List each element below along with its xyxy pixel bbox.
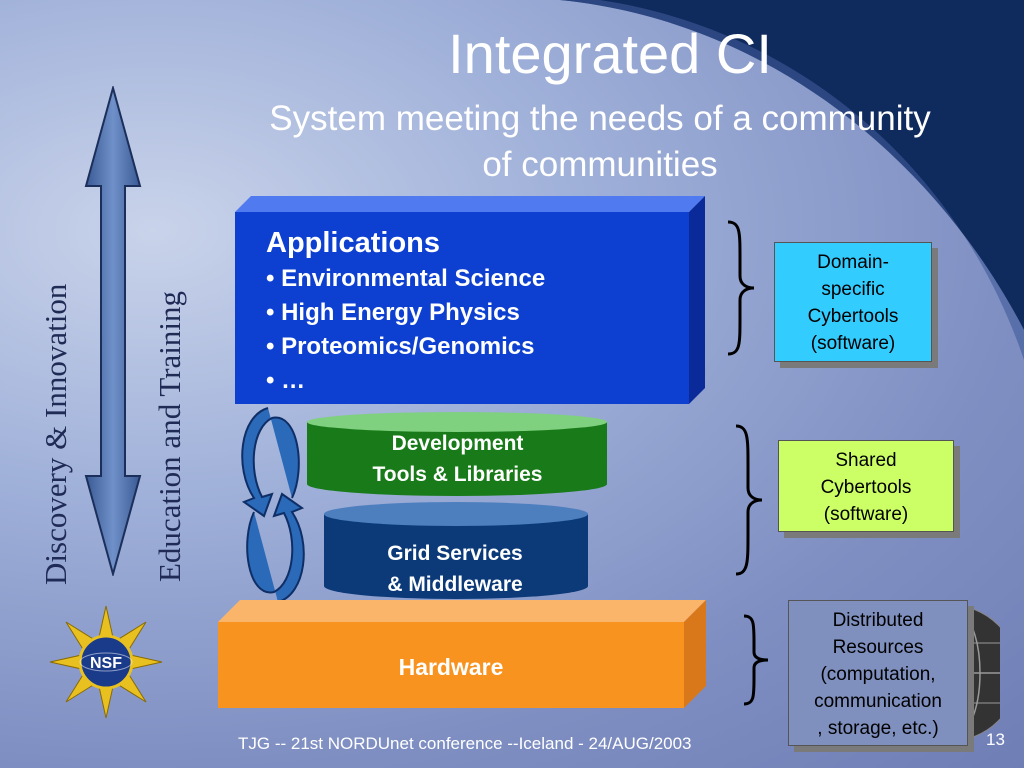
hardware-label: Hardware <box>398 654 504 680</box>
slide-subtitle: System meeting the needs of a community … <box>210 96 990 188</box>
shared-cybertools-box: Shared Cybertools (software) <box>778 440 954 532</box>
dev-tools-label: Development Tools & Libraries <box>330 428 585 490</box>
brace-middleware <box>735 424 763 576</box>
dev-tools-line-2: Tools & Libraries <box>372 463 543 486</box>
domain-line: Cybertools <box>807 306 899 327</box>
brace-hardware <box>743 614 769 706</box>
distributed-line: , storage, etc.) <box>817 718 939 739</box>
discovery-innovation-label: Discovery & Innovation <box>38 283 73 585</box>
nsf-logo: NSF <box>49 605 163 719</box>
dev-tools-line-1: Development <box>391 432 524 455</box>
applications-content: Applications • Environmental Science • H… <box>266 224 545 398</box>
dev-tools-cylinder <box>307 412 607 496</box>
distributed-resources-box: Distributed Resources (computation, comm… <box>788 600 968 746</box>
subtitle-line-2: of communities <box>482 145 718 184</box>
applications-box <box>235 196 705 404</box>
app-item: • … <box>266 367 306 394</box>
distributed-line: Resources <box>832 637 924 658</box>
page-number: 13 <box>986 730 1005 749</box>
distributed-line: (computation, <box>820 664 936 685</box>
distributed-line: communication <box>814 691 942 712</box>
shared-line: (software) <box>823 504 909 525</box>
app-item: • Proteomics/Genomics <box>266 333 535 360</box>
hardware-box <box>218 600 706 708</box>
shared-line: Shared <box>835 450 897 471</box>
domain-line: specific <box>821 279 885 300</box>
domain-line: Domain- <box>817 252 889 273</box>
app-item: • Environmental Science <box>266 265 546 292</box>
grid-line-1: Grid Services <box>387 542 523 565</box>
shared-line: Cybertools <box>820 477 912 498</box>
brace-applications <box>727 220 755 356</box>
double-arrow-icon <box>84 86 142 576</box>
app-item: • High Energy Physics <box>266 299 520 326</box>
grid-services-cylinder <box>324 502 588 599</box>
domain-line: (software) <box>810 333 896 354</box>
education-training-label: Education and Training <box>152 290 187 582</box>
subtitle-line-1: System meeting the needs of a community <box>269 99 931 138</box>
footer-text: TJG -- 21st NORDUnet conference --Icelan… <box>238 734 692 753</box>
cycle-arrows-icon <box>241 407 305 603</box>
distributed-line: Distributed <box>832 610 924 631</box>
domain-specific-box: Domain- specific Cybertools (software) <box>774 242 932 362</box>
nsf-logo-text: NSF <box>90 655 122 672</box>
grid-line-2: & Middleware <box>387 573 523 596</box>
applications-heading: Applications <box>266 227 441 259</box>
slide-title: Integrated CI <box>448 22 772 85</box>
grid-services-label: Grid Services & Middleware <box>335 538 575 600</box>
